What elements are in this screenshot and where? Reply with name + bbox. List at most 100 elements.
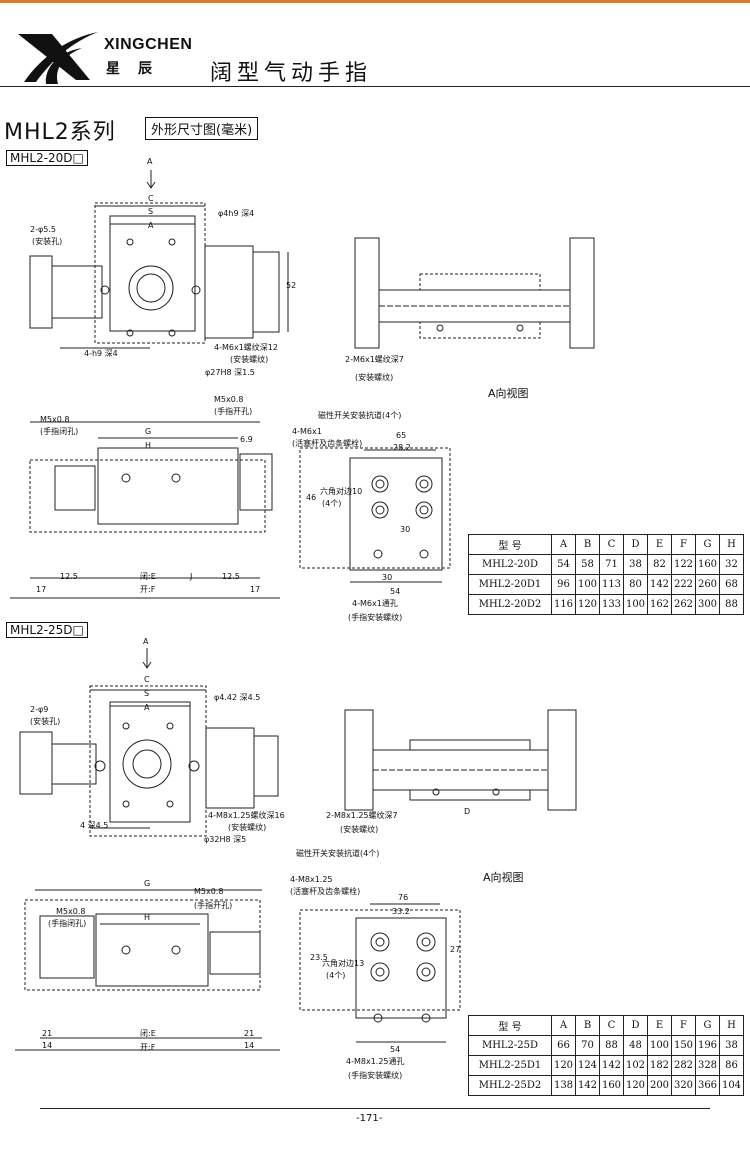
table-header: H [719, 1015, 744, 1036]
table-header: D [623, 1015, 648, 1036]
section1-view-label: A向视图 [488, 387, 529, 400]
brand-name-cn: 星辰 [106, 61, 170, 77]
label-tap-m8: 4-M8x1.25螺纹深16 [208, 810, 285, 820]
dim-27: 27 [450, 945, 460, 954]
label-mount-holes: 2-φ5.5 [30, 225, 56, 234]
table-cell: 71 [599, 554, 624, 575]
table-cell: 68 [719, 574, 744, 595]
table-cell: 160 [599, 1075, 624, 1096]
label-through-note: (手指安装螺纹) [348, 612, 402, 622]
table-row: MHL2-25D 66 70 88 48 100 150 196 38 [468, 1035, 744, 1056]
table-cell: MHL2-20D1 [468, 574, 552, 595]
table-cell: 96 [551, 574, 576, 595]
label-tap-side: 2-M6x1螺纹深7 [345, 354, 404, 364]
label-m5-open-note: (手指开孔) [194, 900, 232, 910]
table-cell: 200 [647, 1075, 672, 1096]
dim-h: H [144, 913, 150, 922]
table-header: G [695, 534, 720, 555]
dim-a: A [148, 221, 154, 230]
dim-c: C [148, 194, 154, 203]
table-header: G [695, 1015, 720, 1036]
label-closed: 闭:E [140, 572, 156, 581]
table-cell: 48 [623, 1035, 648, 1056]
label-through-tap: 4-M6x1通孔 [352, 598, 398, 608]
dim-235: 23.5 [310, 953, 328, 962]
dim-17a: 17 [36, 585, 46, 594]
label-m5-close-note: (手指闭孔) [48, 918, 86, 928]
dim-52: 52 [286, 281, 296, 290]
table-cell: 100 [623, 594, 648, 615]
table-cell: 70 [575, 1035, 600, 1056]
table-cell: 32 [719, 554, 744, 575]
table-header: 型 号 [468, 1015, 552, 1036]
table-cell: MHL2-25D2 [468, 1075, 552, 1096]
series-subtitle: 外形尺寸图(毫米) [145, 117, 259, 140]
footer-rule [40, 1108, 710, 1109]
dim-h: H [145, 441, 151, 450]
table-header: H [719, 534, 744, 555]
table-cell: 160 [695, 554, 720, 575]
label-bore: φ32H8 深5 [204, 835, 246, 844]
table-cell: MHL2-20D2 [468, 594, 552, 615]
table-cell: 58 [575, 554, 600, 575]
table-header-row: 型 号 A B C D E F G H [468, 534, 744, 555]
table-cell: 142 [647, 574, 672, 595]
label-piston-tap: 4-M8x1.25 [290, 875, 333, 884]
table-cell: 196 [695, 1035, 720, 1056]
label-hole4h9: 4-h9 深4 [84, 349, 118, 358]
table-cell: 133 [599, 594, 624, 615]
label-hole-depth: 4 深4.5 [80, 821, 108, 830]
page-number: -171- [356, 1113, 383, 1124]
dim-76: 76 [398, 893, 408, 902]
label-piston-tap: 4-M6x1 [292, 427, 322, 436]
table-header: B [575, 534, 600, 555]
table-header: A [551, 1015, 576, 1036]
section2-spec-table: 型 号 A B C D E F G H MHL2-25D 66 70 88 48… [468, 1015, 744, 1096]
table-cell: 320 [671, 1075, 696, 1096]
dim-332: 33.2 [392, 907, 410, 916]
dim-21a: 21 [42, 1029, 52, 1038]
table-row: MHL2-25D1 120 124 142 102 182 282 328 86 [468, 1055, 744, 1076]
label-m5-close-note: (手指闭孔) [40, 426, 78, 436]
table-header: F [671, 534, 696, 555]
table-cell: 282 [671, 1055, 696, 1076]
dim-s: S [148, 207, 153, 216]
dim-30: 30 [400, 525, 410, 534]
dim-g: G [144, 879, 150, 888]
label-mount-holes: 2-φ9 [30, 705, 48, 714]
arrow-label: A [143, 637, 149, 646]
label-hex-count: (4个) [326, 971, 345, 980]
dim-125a: 12.5 [60, 572, 78, 581]
label-mount-note: (安装孔) [32, 236, 62, 246]
label-m5-open-note: (手指开孔) [214, 406, 252, 416]
dim-g: G [145, 427, 151, 436]
table-cell: 100 [647, 1035, 672, 1056]
label-pin-hole: φ4.42 深4.5 [214, 693, 260, 702]
dim-j: J [189, 572, 192, 581]
dim-28: 28.2 [393, 443, 411, 452]
table-header: B [575, 1015, 600, 1036]
table-cell: 124 [575, 1055, 600, 1076]
label-tap-m8-note: (安装螺纹) [228, 822, 266, 832]
section1-spec-table: 型 号 A B C D E F G H MHL2-20D 54 58 71 38… [468, 534, 744, 615]
table-cell: MHL2-20D [468, 554, 552, 575]
label-piston-note: (活塞杆及齿条螺栓) [292, 438, 362, 448]
dim-a: A [144, 703, 150, 712]
label-tap-side: 2-M8x1.25螺纹深7 [326, 810, 398, 820]
dim-d: D [464, 807, 470, 816]
table-cell: 122 [671, 554, 696, 575]
dim-46: 46 [306, 493, 316, 502]
table-row: MHL2-20D 54 58 71 38 82 122 160 32 [468, 554, 744, 575]
table-cell: 182 [647, 1055, 672, 1076]
dim-17b: 17 [250, 585, 260, 594]
brand-name: XINGCHEN [104, 36, 193, 53]
header-rule [0, 86, 750, 87]
table-cell: 262 [671, 594, 696, 615]
section1-drawing: A C S A 2-φ5.5 (安装孔) φ4h9 深4 4-M6x1螺纹深12… [10, 157, 595, 622]
table-row: MHL2-20D2 116 120 133 100 162 262 300 88 [468, 594, 744, 615]
table-header: C [599, 1015, 624, 1036]
label-tap-m6-note: (安装螺纹) [230, 354, 268, 364]
table-cell: 120 [575, 594, 600, 615]
table-cell: MHL2-25D1 [468, 1055, 552, 1076]
dim-65: 65 [396, 431, 406, 440]
